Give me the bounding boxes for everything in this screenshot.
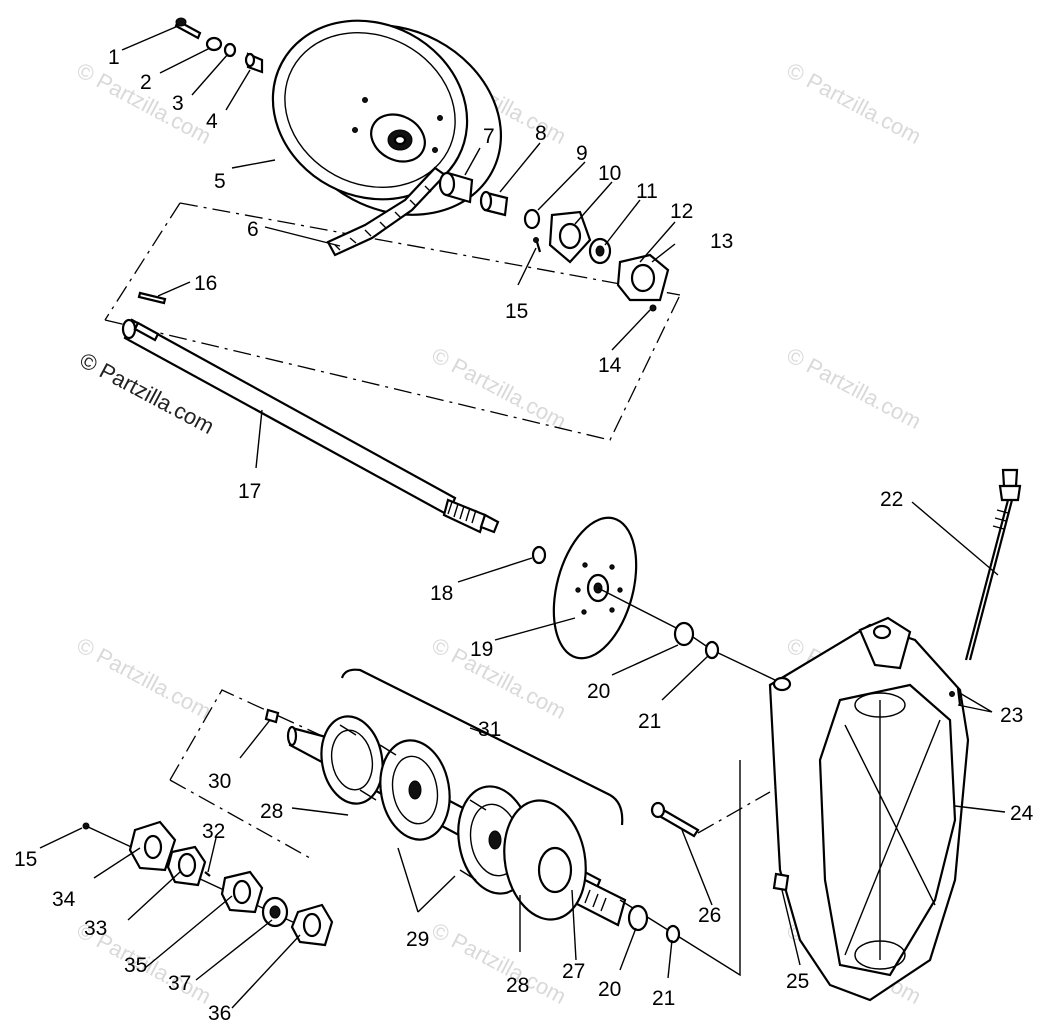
watermark: © Partzilla.com: [428, 917, 571, 1009]
callout-36: 36: [208, 1002, 231, 1023]
callout-12: 12: [670, 200, 693, 223]
bearing-8: [479, 190, 509, 217]
callout-24: 24: [1010, 802, 1034, 825]
bolt-26: [650, 801, 700, 838]
screw-32: [204, 871, 211, 877]
dipstick-22: [964, 468, 1022, 661]
callout-16: 16: [194, 272, 217, 295]
watermark: © Partzilla.com: [73, 632, 216, 724]
watermark: © Partzilla.com: [428, 632, 571, 724]
bearing-37: [261, 896, 289, 928]
ring-21a: [704, 640, 720, 660]
callout-22: 22: [880, 488, 903, 511]
flange-35: [220, 870, 264, 914]
driven-clutch-5: [271, 19, 503, 216]
leader-lines: [39, 25, 1006, 1009]
chaincase-24: [768, 616, 970, 1002]
callout-10: 10: [598, 162, 621, 185]
callout-17: 17: [238, 480, 261, 503]
callout-20b: 20: [598, 978, 621, 1001]
assembly-bracket: [104, 202, 681, 441]
callout-4: 4: [206, 110, 218, 133]
callout-26: 26: [698, 904, 721, 927]
callout-33: 33: [84, 917, 107, 940]
bolt-1: [174, 17, 202, 40]
screw-15: [535, 241, 542, 253]
ring-21b: [665, 924, 681, 944]
flange-33: [166, 845, 207, 887]
washer-2: [205, 36, 223, 52]
lower-bracket: [169, 689, 321, 859]
washer-3: [223, 42, 237, 58]
watermark: © Partzilla.com: [428, 342, 571, 434]
callout-7: 7: [483, 125, 495, 148]
sprocket-28a: [320, 715, 384, 805]
callout-28b: 28: [506, 974, 529, 997]
callout-21a: 21: [638, 710, 661, 733]
shaft-17: [121, 318, 500, 534]
callout-21b: 21: [652, 987, 675, 1010]
sprocket-28b: [503, 799, 587, 921]
flange-12: [616, 253, 670, 302]
callout-3: 3: [172, 92, 184, 115]
callout-14: 14: [598, 354, 622, 377]
screw-30: [264, 708, 280, 724]
washer-18: [531, 545, 547, 565]
watermark: © Partzilla.com: [783, 57, 926, 149]
callout-27: 27: [562, 960, 585, 983]
callout-30: 30: [208, 770, 231, 793]
callout-35: 35: [124, 954, 147, 977]
callout-34: 34: [52, 888, 76, 911]
plug-25: [772, 872, 790, 892]
callout-31: 31: [478, 718, 501, 741]
callout-labels: 1 2 3 4 5 6 7 8 9 10 11 12 13 14 15 16 1…: [14, 46, 1034, 1023]
spacer-4: [244, 52, 264, 74]
nut-14: [649, 304, 657, 312]
flange-36: [290, 903, 334, 947]
brake-disc-19: [552, 516, 638, 660]
pin-16: [137, 291, 167, 305]
callout-20a: 20: [587, 680, 610, 703]
bearing-20a: [673, 621, 695, 647]
callout-25: 25: [786, 970, 809, 993]
callout-37: 37: [168, 972, 191, 995]
callout-18: 18: [430, 582, 453, 605]
callout-19: 19: [470, 638, 493, 661]
callout-32: 32: [202, 820, 225, 843]
bearing-20b: [627, 904, 649, 932]
callout-29: 29: [406, 928, 429, 951]
washer-9: [523, 208, 541, 230]
sprocket-29a: [379, 739, 451, 841]
watermark: © Partzilla.com: [783, 342, 926, 434]
pin-23: [956, 687, 962, 706]
callout-11: 11: [636, 180, 658, 203]
callout-23: 23: [1000, 704, 1023, 727]
callout-6: 6: [247, 218, 259, 241]
callout-28a: 28: [260, 800, 283, 823]
callout-13: 13: [710, 230, 733, 253]
callout-15a: 15: [505, 300, 528, 323]
callout-5: 5: [214, 170, 226, 193]
bracket-31: [340, 668, 624, 826]
bearing-7: [438, 171, 474, 204]
callout-8: 8: [535, 122, 547, 145]
callout-9: 9: [576, 142, 588, 165]
callout-15b: 15: [14, 848, 37, 871]
flange-34: [128, 820, 177, 872]
flange-10: [548, 210, 592, 264]
callout-2: 2: [140, 71, 152, 94]
callout-1: 1: [108, 46, 120, 69]
